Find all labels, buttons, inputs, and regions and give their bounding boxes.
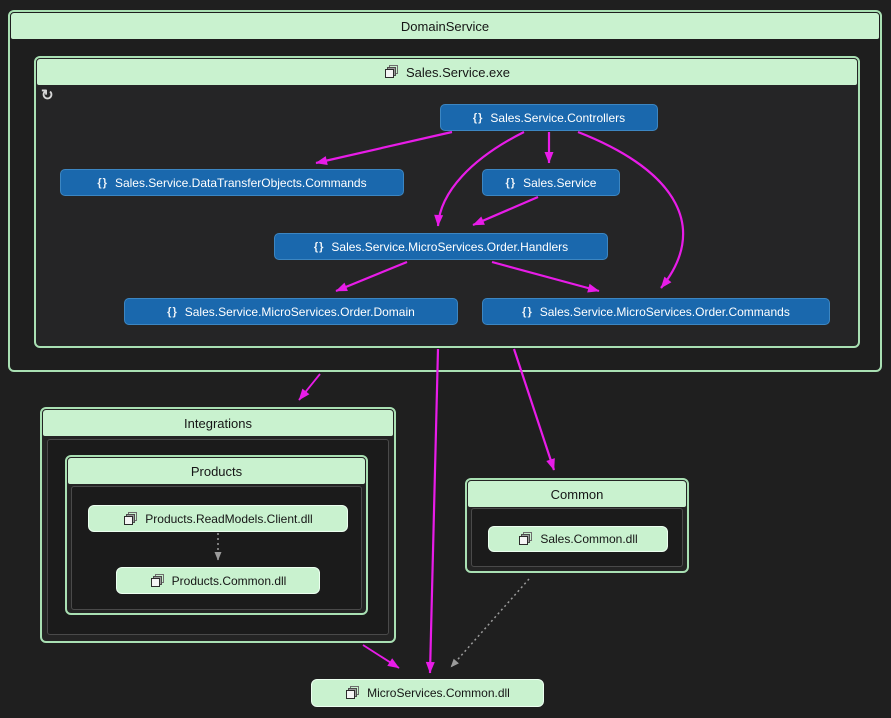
group-title: Products (190, 463, 243, 479)
node-label: Sales.Service.MicroServices.Order.Handle… (331, 239, 569, 254)
node-label: Products.Common.dll (171, 573, 287, 588)
assembly-icon (519, 532, 533, 545)
node-label: Sales.Service (523, 175, 597, 190)
group-title: Integrations (184, 415, 252, 431)
namespace-icon: {} (167, 305, 178, 318)
node-order-commands[interactable]: {} Sales.Service.MicroServices.Order.Com… (482, 298, 830, 325)
edge-exe-to-microservices-common (425, 348, 440, 674)
edge-common-to-microservices-common (450, 578, 530, 668)
node-label: Products.ReadModels.Client.dll (145, 511, 313, 526)
namespace-icon: {} (313, 240, 325, 253)
node-label: MicroServices.Common.dll (367, 686, 510, 700)
edge-integrations-to-microservices-common (362, 644, 400, 669)
node-order-handlers[interactable]: {} Sales.Service.MicroServices.Order.Han… (274, 233, 608, 260)
node-microservices-common-dll[interactable]: MicroServices.Common.dll (311, 679, 544, 707)
node-sales-service-controllers[interactable]: {} Sales.Service.Controllers (440, 104, 658, 131)
group-header-products[interactable]: Products (68, 458, 365, 484)
node-sales-common-dll[interactable]: Sales.Common.dll (488, 526, 668, 552)
node-sales-service-dto-commands[interactable]: {} Sales.Service.DataTransferObjects.Com… (60, 169, 404, 196)
assembly-icon (150, 573, 164, 587)
refresh-icon[interactable]: ↻ (41, 87, 54, 104)
node-sales-service[interactable]: {} Sales.Service (482, 169, 620, 196)
group-header-integrations[interactable]: Integrations (43, 410, 393, 436)
assembly-icon (124, 511, 138, 525)
node-label: Sales.Service.MicroServices.Order.Domain (184, 304, 415, 319)
edge-domainservice-to-integrations (298, 373, 321, 401)
namespace-icon: {} (97, 176, 108, 189)
group-header-sales-service-exe[interactable]: Sales.Service.exe (37, 59, 857, 85)
node-label: Sales.Common.dll (540, 532, 638, 546)
assembly-icon (346, 686, 360, 699)
node-order-domain[interactable]: {} Sales.Service.MicroServices.Order.Dom… (124, 298, 458, 325)
node-products-common-dll[interactable]: Products.Common.dll (116, 567, 320, 594)
namespace-icon: {} (522, 305, 533, 318)
assembly-icon (384, 65, 398, 78)
node-label: Sales.Service.MicroServices.Order.Comman… (539, 304, 790, 319)
node-products-readmodels-client-dll[interactable]: Products.ReadModels.Client.dll (88, 505, 348, 532)
group-header-common[interactable]: Common (468, 481, 686, 507)
node-label: Sales.Service.Controllers (490, 110, 626, 125)
group-header-domain-service[interactable]: DomainService (11, 13, 879, 39)
group-title: Common (550, 486, 604, 502)
group-title: DomainService (400, 18, 490, 34)
group-title: Sales.Service.exe (405, 64, 511, 80)
namespace-icon: {} (505, 176, 517, 189)
namespace-icon: {} (472, 111, 484, 124)
node-label: Sales.Service.DataTransferObjects.Comman… (114, 175, 367, 190)
